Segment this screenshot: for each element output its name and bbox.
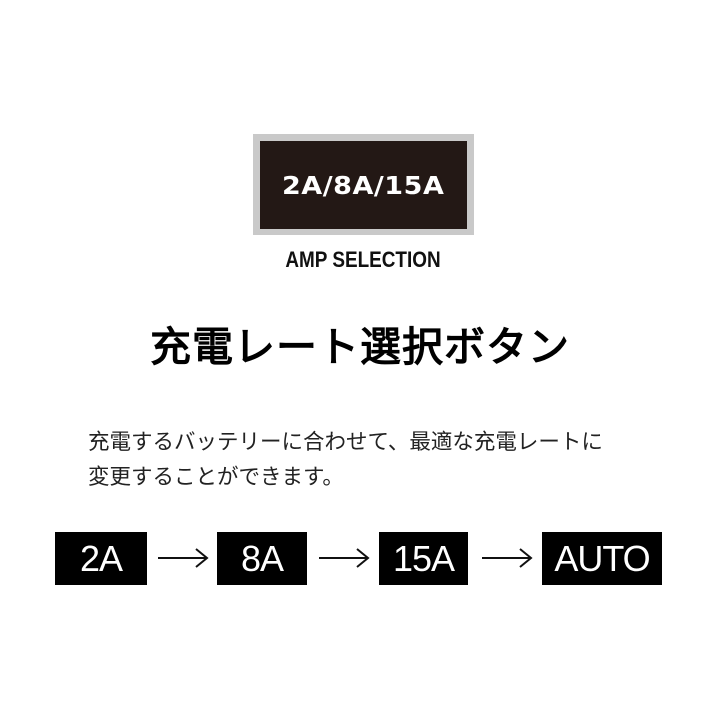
step-label: 15A <box>392 537 455 579</box>
charge-rate-flow: 2A 8A 15A AUTO <box>0 532 720 585</box>
step-auto: AUTO <box>542 532 662 585</box>
description-line-2: 変更することができます。 <box>88 465 344 490</box>
right-arrow-icon <box>158 548 209 568</box>
step-8a: 8A <box>217 532 307 585</box>
description: 充電するバッテリーに合わせて、最適な充電レートに 変更することができます。 <box>88 425 668 495</box>
step-label: 2A <box>79 537 123 579</box>
step-label: AUTO <box>554 537 650 579</box>
page-title: 充電レート選択ボタン <box>150 323 570 371</box>
right-arrow-icon <box>319 548 370 568</box>
right-arrow-icon <box>482 548 533 568</box>
amp-badge-display: 2A/8A/15A <box>260 141 467 229</box>
step-2a: 2A <box>55 532 147 585</box>
description-line-1: 充電するバッテリーに合わせて、最適な充電レートに <box>88 430 603 455</box>
amp-badge: 2A/8A/15A <box>253 134 474 235</box>
step-label: 8A <box>240 537 284 579</box>
amp-badge-label: 2A/8A/15A <box>282 170 445 200</box>
amp-selection-label: AMP SELECTION <box>285 247 441 272</box>
step-15a: 15A <box>379 532 468 585</box>
